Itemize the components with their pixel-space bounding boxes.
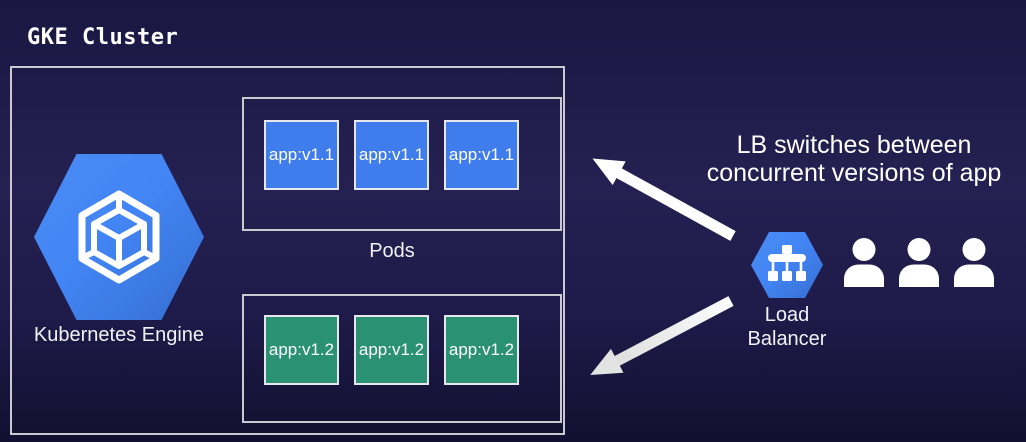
annotation-line-1: LB switches between xyxy=(736,131,972,159)
diagram-title: GKE Cluster xyxy=(27,25,179,50)
kubernetes-engine-label: Kubernetes Engine xyxy=(33,324,205,346)
kubernetes-engine-icon xyxy=(34,154,204,320)
pod: app:v1.2 xyxy=(444,315,519,385)
pod-group-v1-1: app:v1.1 app:v1.1 app:v1.1 xyxy=(242,97,562,231)
pod-group-v1-2: app:v1.2 app:v1.2 app:v1.2 xyxy=(242,294,562,423)
pod: app:v1.1 xyxy=(354,120,429,190)
load-balancer-icon xyxy=(751,232,823,298)
annotation-text: LB switches between concurrent versions … xyxy=(682,131,1026,187)
user-icon xyxy=(844,238,884,287)
users-group xyxy=(842,238,996,287)
user-icon xyxy=(954,238,994,287)
user-icon xyxy=(899,238,939,287)
pod: app:v1.1 xyxy=(264,120,339,190)
annotation-line-2: concurrent versions of app xyxy=(706,159,1002,187)
pod: app:v1.2 xyxy=(264,315,339,385)
load-balancer-label-line-1: Load xyxy=(764,304,810,326)
gke-cluster-box: Kubernetes Engine app:v1.1 app:v1.1 app:… xyxy=(10,66,565,435)
pod: app:v1.2 xyxy=(354,315,429,385)
pod: app:v1.1 xyxy=(444,120,519,190)
arrow-lb-to-v2-pods xyxy=(590,296,734,376)
load-balancer-label: Load Balancer xyxy=(727,303,847,351)
load-balancer-label-line-2: Balancer xyxy=(747,328,827,350)
pods-label: Pods xyxy=(369,240,415,262)
